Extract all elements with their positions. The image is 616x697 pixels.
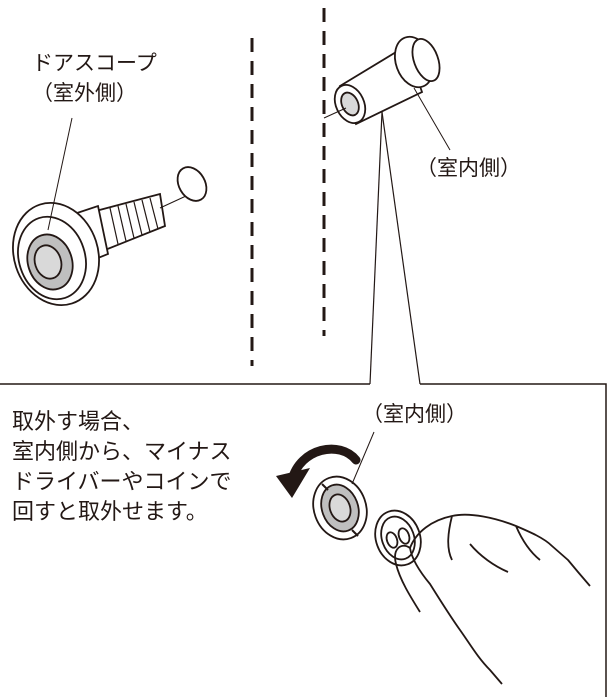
callout-line-left bbox=[369, 111, 383, 385]
instruction-line: 取外す場合、 bbox=[12, 410, 145, 435]
coin bbox=[374, 509, 422, 567]
inner-top-leader bbox=[413, 87, 451, 151]
instruction-line: 回すと取外せます。 bbox=[12, 500, 208, 525]
callout-line-right bbox=[381, 111, 421, 385]
rotation-arrowhead bbox=[276, 468, 310, 498]
detail-frame bbox=[0, 383, 607, 697]
inner-sleeve-drawing bbox=[333, 35, 441, 126]
inner-sleeve-closeup bbox=[312, 475, 368, 541]
outer-scope-drawing bbox=[12, 192, 166, 307]
instruction-line: ドライバーやコインで bbox=[12, 470, 232, 495]
inner-bottom-leader bbox=[351, 431, 375, 485]
instruction-line: 室内側から、マイナス bbox=[12, 440, 232, 465]
inner-side-label-detail: （室内側） bbox=[362, 402, 467, 426]
hand bbox=[394, 513, 591, 685]
outer-scope-label-line1: ドアスコープ bbox=[32, 51, 157, 75]
inner-side-label-top: （室内側） bbox=[416, 156, 521, 180]
outer-label-leader bbox=[47, 117, 73, 231]
outer-scope-label: ドアスコープ （室外側） bbox=[32, 48, 157, 108]
outer-scope-label-line2: （室外側） bbox=[32, 81, 137, 105]
removal-instructions: 取外す場合、 室内側から、マイナス ドライバーやコインで 回すと取外せます。 bbox=[12, 408, 232, 528]
rotation-arrow bbox=[287, 444, 361, 485]
o-ring bbox=[176, 166, 208, 202]
